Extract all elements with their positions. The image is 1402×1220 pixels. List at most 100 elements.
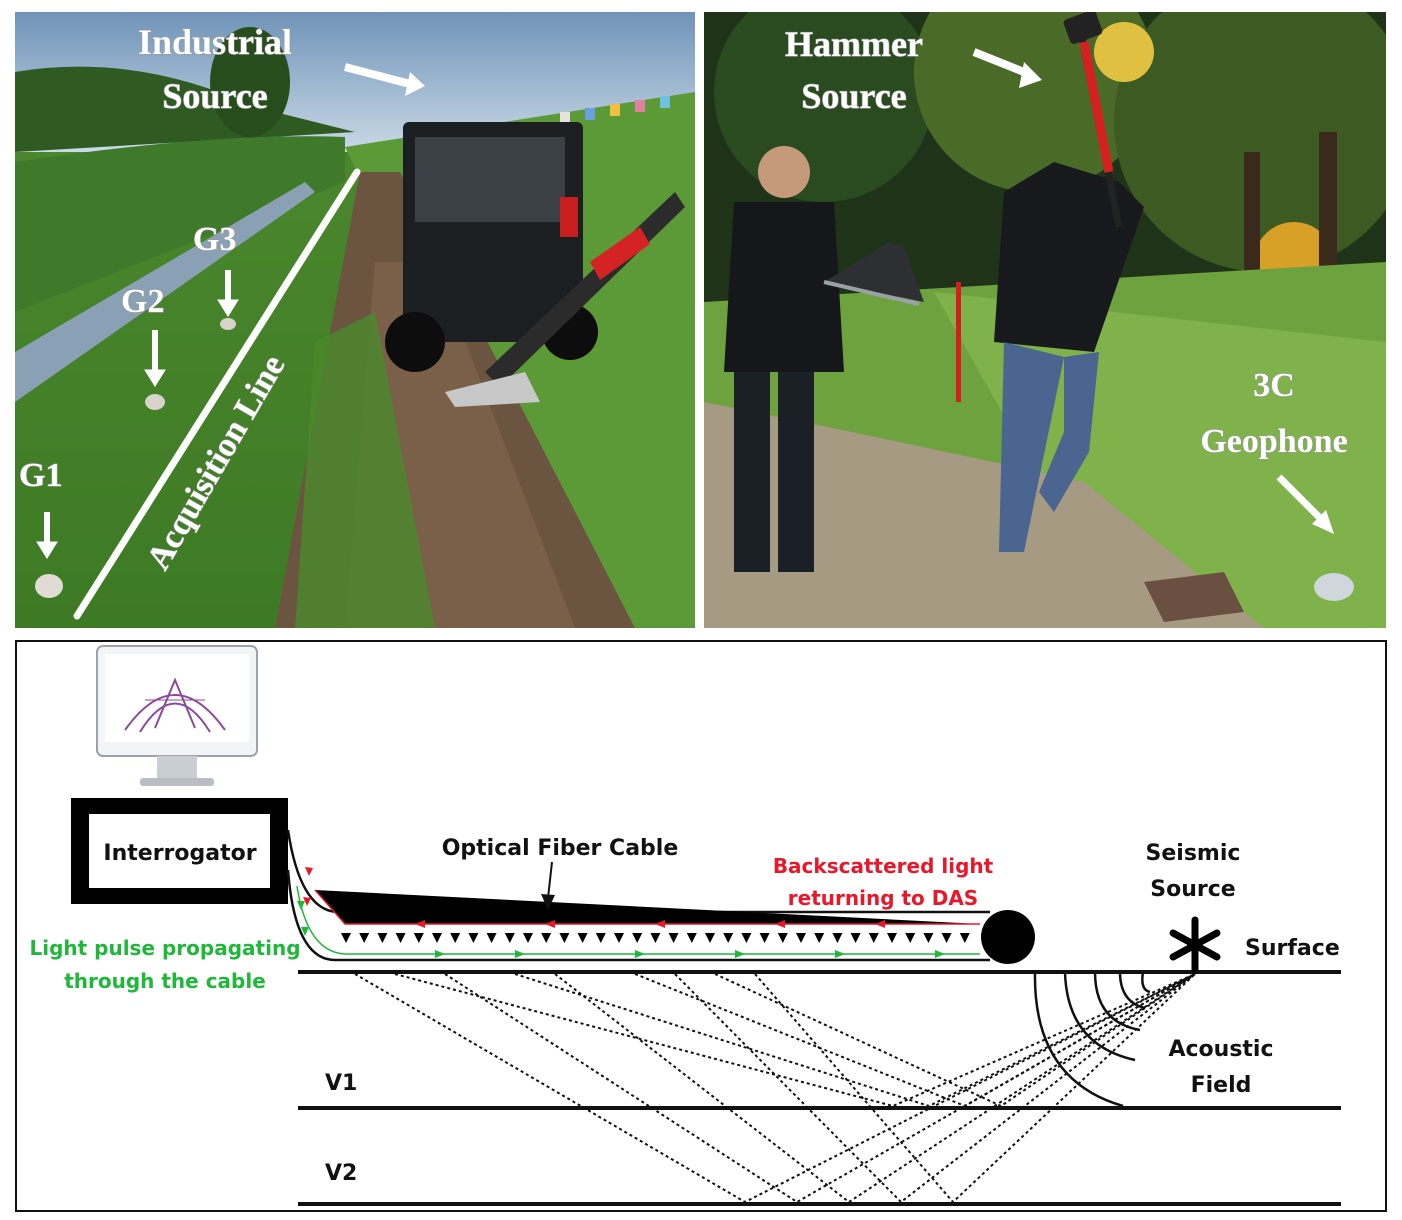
backscatter-arrowhead [415,920,425,928]
acoustic-field-label-line2: Field [1191,1073,1252,1098]
sensing-point-marker [741,933,752,943]
das-schematic-svg: Interrogator [15,640,1387,1212]
field-photo-hammer-source: Hammer Source 3C Geophone [704,12,1386,628]
backscatter-arrowhead [775,920,785,928]
sensing-point-marker [632,933,643,943]
sensing-point-marker [832,933,843,943]
geophone-3c-label-line1: 3C [1253,367,1295,404]
sensing-point-marker [759,933,770,943]
geophone-g2-label: G2 [121,283,164,320]
seismic-source-label-line2: Source [1150,877,1235,902]
industrial-source-arrow [343,63,412,88]
sensing-point-marker [413,933,424,943]
geophone-g1-icon [35,574,63,598]
seismic-ray [514,973,1196,1108]
sensing-point-marker [941,933,952,943]
light-pulse-arrows [296,885,980,955]
light-pulse-label-line2: through the cable [64,969,266,993]
interrogator-label: Interrogator [103,841,256,866]
backscatter-arrows [314,889,980,925]
das-sensing-points [341,933,970,943]
hammer-source-label-line1: Hammer [785,24,923,64]
sensing-point-marker [541,933,552,943]
geophone-g3-icon [220,318,236,330]
industrial-source-photo: Industrial Source Acquisition Line G1 G2… [15,12,695,628]
geophone-g1-label: G1 [19,457,62,494]
light-pulse-arrowhead [635,950,645,958]
sensing-point-marker [595,933,606,943]
backscattered-label-line1: Backscattered light [773,854,994,878]
sensing-point-marker [432,933,442,943]
field-photo-industrial-source: Industrial Source Acquisition Line G1 G2… [15,12,695,628]
surface-label: Surface [1245,936,1340,961]
sensing-point-marker [614,933,624,943]
sensing-point-marker [777,933,788,943]
hammer-source-label-line2: Source [801,76,906,116]
optical-fiber-cable-label: Optical Fiber Cable [442,836,679,861]
geophone-g2-icon [145,394,165,410]
hammer-source-photo: Hammer Source 3C Geophone [704,12,1386,628]
light-pulse-arrowhead [297,901,305,910]
sensing-point-marker [668,933,679,943]
seismic-ray-paths [354,973,1196,1204]
seismic-ray [554,973,1196,1204]
backscatter-arrowhead [305,867,313,876]
seismic-ray [444,973,1196,1204]
seismic-ray [754,973,1196,1204]
seismic-ray [354,973,1196,1204]
geophone-3c-arrow [1276,474,1327,525]
geophone-3c-label-line2: Geophone [1200,423,1347,460]
seismic-source-icon [1169,916,1221,974]
acoustic-field-label-line1: Acoustic [1168,1037,1273,1062]
das-schematic-diagram: Interrogator [15,640,1387,1212]
light-pulse-label-line1: Light pulse propagating [29,936,300,960]
acquisition-line-marker [73,168,361,620]
acoustic-field-wavefronts [1033,971,1151,1108]
seismic-ray [394,973,1196,1108]
sensing-point-marker [341,933,351,943]
backscatter-arrowhead [303,897,311,906]
geophone-3c-icon [1314,573,1354,601]
sensing-point-marker [377,933,388,943]
light-pulse-arrowhead [735,950,745,958]
sensing-point-marker [705,933,715,943]
industrial-source-label-line1: Industrial [138,22,292,62]
backscatter-arrowhead [655,920,665,928]
geophone-g3-label: G3 [193,221,236,258]
layer-v1-label: V1 [325,1071,357,1096]
seismic-ray [634,973,1196,1108]
seismic-source-label-line1: Seismic [1146,841,1241,866]
sensing-point-marker [559,933,570,943]
sensing-point-marker [577,933,588,943]
cable-end-cap [981,910,1035,964]
operator-with-laptop [724,146,924,572]
sensing-point-marker [686,933,697,943]
cable-pointer-arrow [541,861,555,910]
sensing-point-marker [887,933,897,943]
backscatter-arrowhead [875,920,885,928]
monitor-icon [96,645,258,786]
sensing-point-marker [905,933,916,943]
layer-v2-label: V2 [325,1161,357,1186]
sensing-point-marker [359,933,370,943]
sensing-point-marker [723,933,734,943]
light-pulse-arrowhead [935,950,945,958]
sensing-point-marker [923,933,934,943]
sensing-point-marker [650,933,661,943]
light-pulse-arrowhead [435,950,445,958]
industrial-source-label-line2: Source [162,76,267,116]
sensing-point-marker [450,933,461,943]
sensing-point-marker [468,933,479,943]
sensing-point-marker [504,933,515,943]
layer-boundaries [298,970,1341,1206]
hammer-operator [994,12,1144,552]
sensing-point-marker [850,933,861,943]
light-pulse-arrowhead [301,927,309,936]
backscattered-label-line2: returning to DAS [788,886,978,910]
sensing-point-marker [868,933,879,943]
light-pulse-arrowhead [515,950,525,958]
geophone-arrows [36,270,239,559]
sensing-point-marker [523,933,533,943]
sensing-point-marker [796,933,806,943]
sensing-point-marker [814,933,825,943]
